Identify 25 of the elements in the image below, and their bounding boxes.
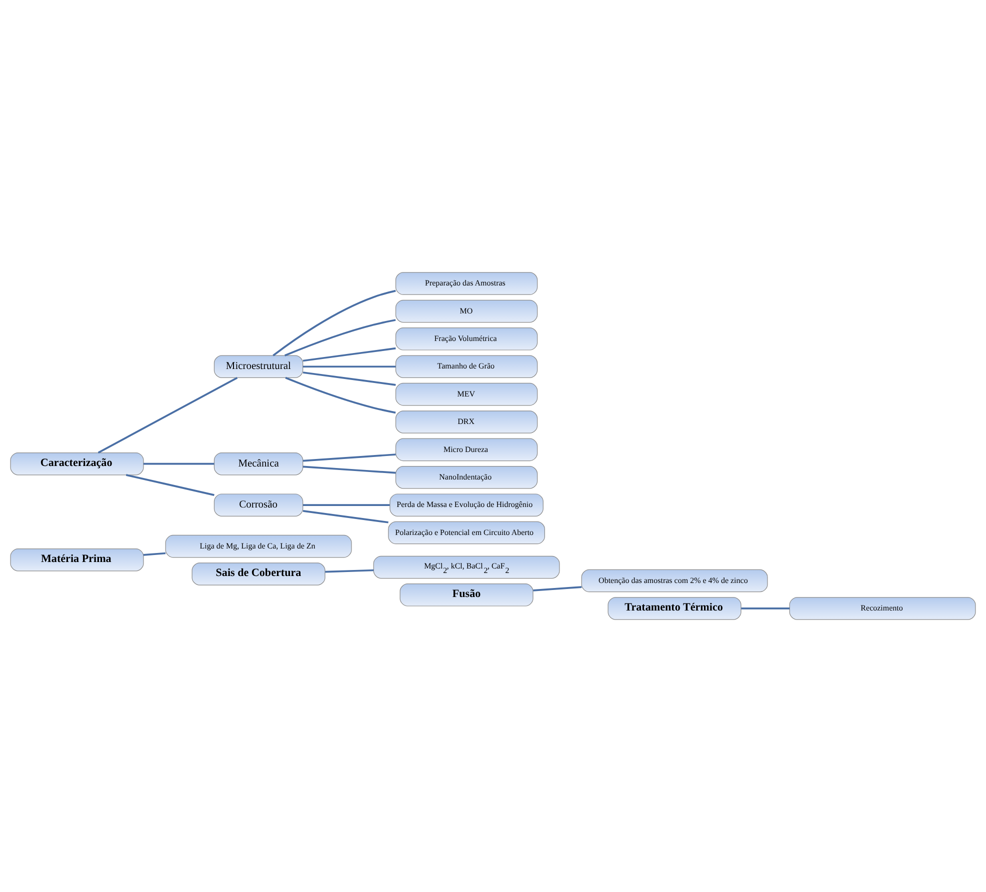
connector <box>126 474 214 496</box>
node-box: Corrosão <box>214 494 304 516</box>
connector <box>143 462 214 465</box>
connector <box>284 319 396 356</box>
node-box: Tratamento Térmico <box>608 597 742 620</box>
node-box: Fusão <box>400 584 534 606</box>
node-box: Sais de Cobertura <box>192 562 326 586</box>
connector <box>533 586 582 592</box>
node-box: Microestrutural <box>214 355 304 378</box>
connector <box>302 347 396 362</box>
connector <box>98 376 238 454</box>
node-box: Mecânica <box>214 452 304 476</box>
node-box: Caracterização <box>10 452 144 476</box>
connector <box>741 608 790 610</box>
connector <box>302 510 388 524</box>
connector <box>325 569 374 573</box>
connector <box>303 366 396 368</box>
connector <box>302 466 396 474</box>
connector <box>285 376 396 414</box>
connector <box>302 454 396 462</box>
connector <box>143 552 166 556</box>
connector <box>302 372 396 386</box>
connector <box>303 504 390 506</box>
connector <box>272 290 396 356</box>
node-box: Matéria Prima <box>10 548 144 572</box>
